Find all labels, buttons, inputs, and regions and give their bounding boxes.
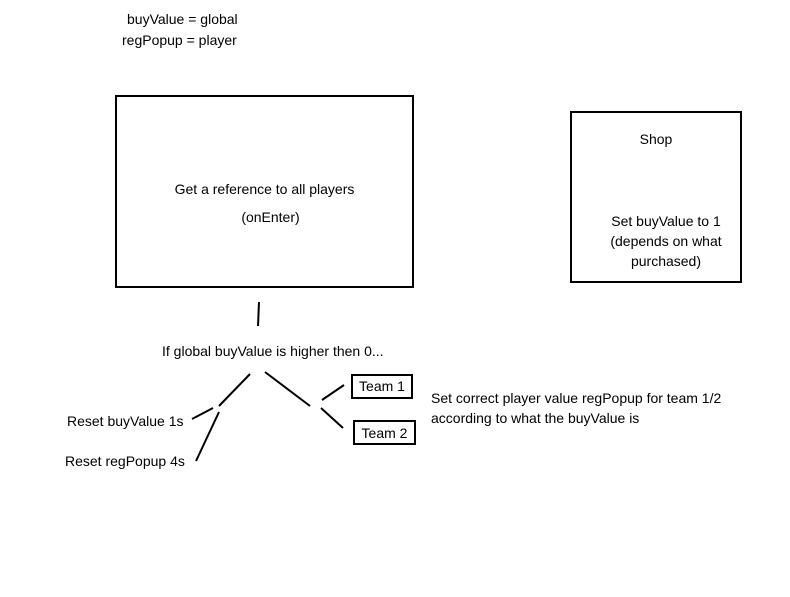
- connector-to-reset-buyvalue: [191, 407, 214, 420]
- team1-box: Team 1: [351, 374, 413, 399]
- team2-label: Team 2: [361, 425, 408, 441]
- connector-to-team2: [320, 407, 344, 429]
- shop-title: Shop: [639, 131, 673, 147]
- shop-depends-on: (depends on what: [610, 233, 722, 249]
- team1-label: Team 1: [359, 378, 405, 394]
- main-process-sublabel: (onEnter): [241, 209, 300, 225]
- team-note-line1: Set correct player value regPopup for te…: [431, 390, 722, 406]
- legend-regpopup-scope: regPopup = player: [122, 32, 237, 48]
- condition-label: If global buyValue is higher then 0...: [162, 343, 384, 359]
- reset-buyvalue-label: Reset buyValue 1s: [67, 413, 184, 429]
- main-process-box: Get a reference to all players (onEnter): [115, 95, 414, 288]
- shop-set-buyvalue: Set buyValue to 1: [611, 213, 721, 229]
- team2-box: Team 2: [353, 420, 416, 445]
- legend-buyvalue-scope: buyValue = global: [127, 11, 238, 27]
- main-process-label: Get a reference to all players: [174, 181, 355, 197]
- shop-box: Shop Set buyValue to 1 (depends on what …: [570, 111, 742, 283]
- team-note-line2: according to what the buyValue is: [431, 410, 640, 426]
- connector-condition-left: [218, 373, 251, 407]
- reset-regpopup-label: Reset regPopup 4s: [65, 453, 185, 469]
- connector-to-reset-regpopup: [195, 411, 220, 462]
- connector-to-team1: [321, 384, 345, 401]
- connector-condition-right: [264, 371, 311, 407]
- shop-purchased: purchased): [630, 253, 702, 269]
- connector-main-to-condition: [257, 301, 260, 327]
